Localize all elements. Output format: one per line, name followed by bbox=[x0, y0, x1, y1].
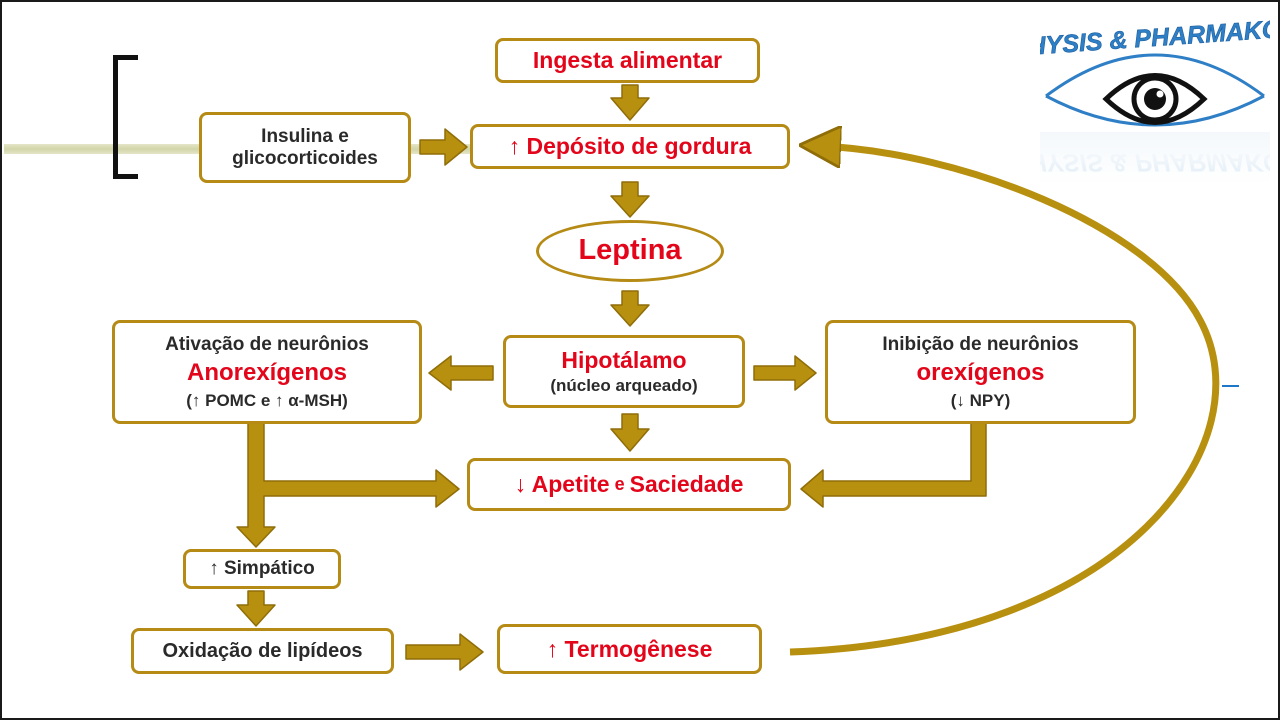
simpatico-label: ↑ Simpático bbox=[209, 558, 315, 580]
node-oxidacao-lipideos: Oxidação de lipídeos bbox=[131, 628, 394, 674]
inibicao-label-line1: Inibição de neurônios bbox=[882, 333, 1079, 355]
node-insulina-glicocorticoides: Insulina e glicocorticoides bbox=[199, 112, 411, 183]
node-termogenese: ↑ Termogênese bbox=[497, 624, 762, 674]
deposito-label: ↑ Depósito de gordura bbox=[508, 133, 752, 160]
arrow-leptina-hipotalamo bbox=[610, 290, 650, 327]
node-deposito-gordura: ↑ Depósito de gordura bbox=[470, 124, 790, 169]
termogenese-label: ↑ Termogênese bbox=[546, 635, 713, 662]
arrow-simpatico-oxidacao bbox=[236, 590, 276, 627]
node-ativacao-anorexigenos: Ativação de neurônios Anorexígenos (↑ PO… bbox=[112, 320, 422, 424]
dash-mark bbox=[1222, 385, 1239, 387]
arrow-inibicao-apetite bbox=[800, 422, 987, 508]
hipotalamo-subtitle: (núcleo arqueado) bbox=[550, 376, 698, 396]
arrow-deposito-leptina bbox=[610, 181, 650, 218]
node-leptina: Leptina bbox=[536, 220, 724, 282]
arrow-oxidacao-termogenese bbox=[405, 633, 484, 671]
node-ingesta-alimentar: Ingesta alimentar bbox=[495, 38, 760, 83]
arrow-hipotalamo-ativacao bbox=[428, 355, 494, 391]
arrow-ativacao-apetite bbox=[236, 422, 460, 548]
ativacao-label-line3: (↑ POMC e ↑ α-MSH) bbox=[186, 390, 348, 410]
apetite-label: ↓ Apetite bbox=[514, 471, 610, 498]
arrow-hipotalamo-inibicao bbox=[753, 355, 817, 391]
bracket-mark bbox=[113, 55, 138, 179]
ativacao-label-line1: Ativação de neurônios bbox=[165, 333, 369, 355]
ingesta-label: Ingesta alimentar bbox=[532, 47, 723, 74]
arrow-insulina-deposito bbox=[419, 128, 468, 166]
arrow-termogenese-deposito bbox=[789, 146, 1220, 656]
physis-pharmakos-logo: PHYSIS & PHARMAKOS PHYSIS & PHARMAKOS bbox=[1040, 14, 1270, 184]
inibicao-label-line2: orexígenos bbox=[916, 359, 1045, 387]
node-hipotalamo: Hipotálamo (núcleo arqueado) bbox=[503, 335, 745, 408]
ativacao-label-line2: Anorexígenos bbox=[186, 359, 348, 387]
node-simpatico: ↑ Simpático bbox=[183, 549, 341, 589]
node-apetite-saciedade: ↓ Apetite e Saciedade bbox=[467, 458, 791, 511]
arrow-hipotalamo-apetite bbox=[610, 413, 650, 452]
apetite-connector: e bbox=[609, 474, 630, 495]
saciedade-label: Saciedade bbox=[629, 471, 744, 498]
oxidacao-label: Oxidação de lipídeos bbox=[162, 639, 363, 662]
inibicao-label-line3: (↓ NPY) bbox=[950, 390, 1011, 410]
hipotalamo-title: Hipotálamo bbox=[561, 347, 687, 373]
insulina-label-line2: glicocorticoides bbox=[232, 147, 378, 169]
insulina-label-line1: Insulina e bbox=[261, 125, 349, 147]
node-inibicao-orexigenos: Inibição de neurônios orexígenos (↓ NPY) bbox=[825, 320, 1136, 424]
eye-icon bbox=[1102, 73, 1208, 125]
leptina-label: Leptina bbox=[578, 234, 682, 267]
arrow-ingesta-deposito bbox=[610, 84, 650, 121]
